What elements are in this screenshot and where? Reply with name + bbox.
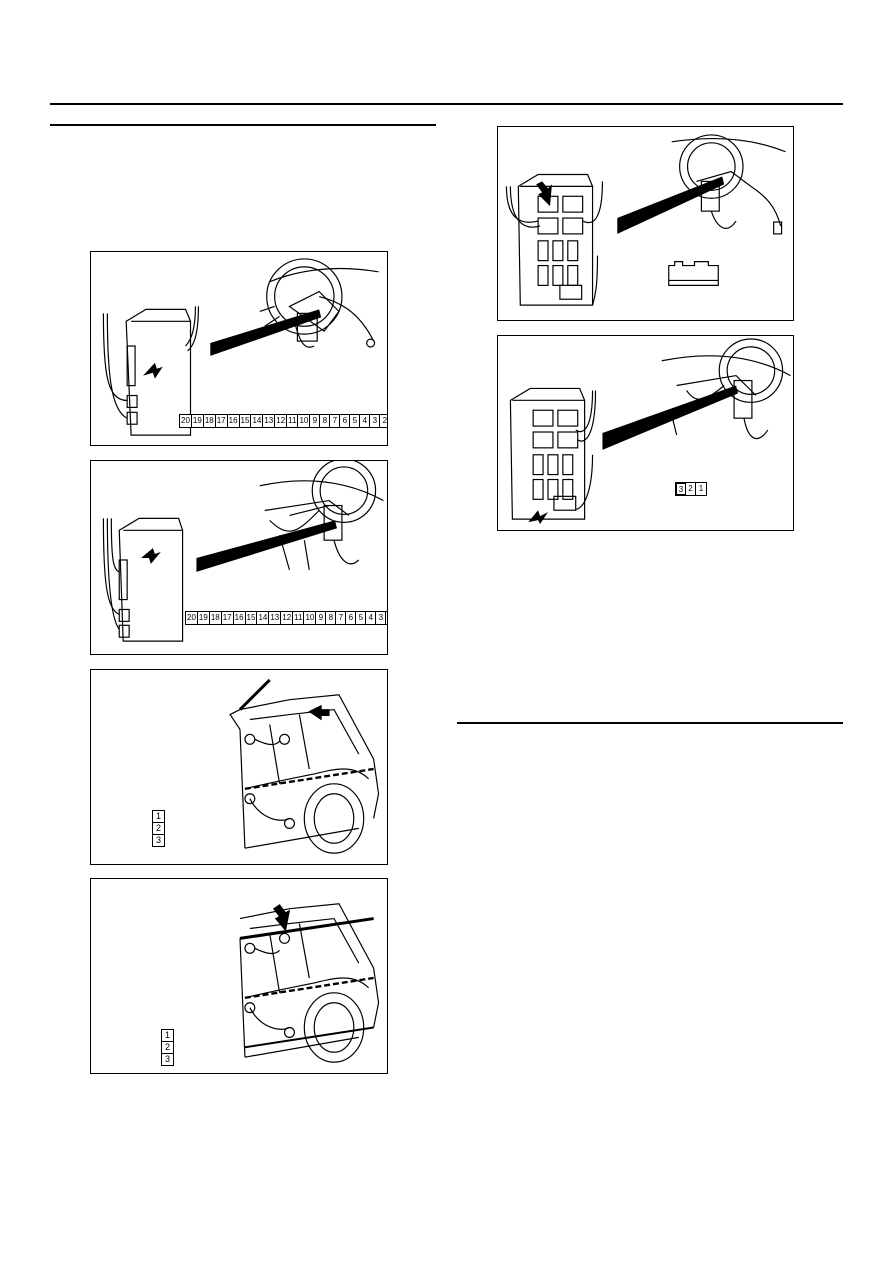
connector-pin: 17	[216, 415, 228, 427]
connector-pin: 2	[686, 483, 696, 495]
connector-pin: 12	[282, 612, 294, 624]
connector-pin: 7	[336, 612, 347, 624]
connector-pin: 4	[360, 415, 371, 427]
junction-block-illustration-2	[509, 338, 791, 525]
connector-pin: 2	[380, 415, 387, 427]
connector-pin: 8	[320, 415, 331, 427]
left-section-rule	[50, 124, 436, 126]
connector-pin: 11	[294, 612, 305, 624]
connector-pin: 3	[164, 1054, 170, 1064]
connector-pin: 1	[153, 811, 164, 823]
connector-pin: 19	[192, 415, 204, 427]
connector-pin-column-3: 1 2 3	[152, 810, 165, 847]
connector-pin: 8	[326, 612, 337, 624]
connector-pin: 3	[370, 415, 381, 427]
connector-pin: 3	[676, 483, 686, 495]
connector-pin: 19	[198, 612, 210, 624]
connector-pin: 3	[155, 835, 161, 845]
connector-pin: 14	[252, 415, 264, 427]
connector-pin: 2	[153, 823, 164, 835]
connector-pin: 13	[264, 415, 276, 427]
connector-pin: 13	[270, 612, 282, 624]
relay-box-illustration-2	[102, 461, 384, 642]
figure-junction-block-1	[497, 126, 794, 321]
junction-block-illustration-1	[505, 134, 786, 306]
connector-pin: 5	[356, 612, 367, 624]
connector-pin-row-2: 20 19 18 17 16 15 14 13 12 11 10 9 8 7 6…	[185, 611, 387, 625]
figure-relay-box-connector-2: 20 19 18 17 16 15 14 13 12 11 10 9 8 7 6…	[90, 460, 388, 655]
connector-pin: 20	[187, 612, 198, 624]
relay-box-illustration-1	[102, 258, 379, 436]
connector-pin: 11	[288, 415, 299, 427]
figure-rear-quarter-connector-2: 1 2 3	[90, 878, 388, 1074]
rear-quarter-illustration-1	[229, 678, 380, 854]
right-section-rule	[457, 722, 843, 724]
rear-quarter-illustration-2	[239, 903, 380, 1063]
connector-pin: 6	[346, 612, 357, 624]
connector-pin: 7	[330, 415, 341, 427]
connector-pin: 9	[310, 415, 321, 427]
connector-pin: 5	[350, 415, 361, 427]
connector-pin: 2	[386, 612, 387, 624]
connector-pin: 15	[246, 612, 258, 624]
connector-pin: 4	[366, 612, 377, 624]
connector-pin: 16	[228, 415, 240, 427]
connector-pin: 9	[316, 612, 327, 624]
connector-pin: 17	[222, 612, 234, 624]
figure-relay-box-connector-1: 20 19 18 17 16 15 14 13 12 11 10 9 8 7 6…	[90, 251, 388, 446]
connector-pin: 20	[181, 415, 192, 427]
connector-pin-column-4: 1 2 3	[161, 1029, 174, 1066]
connector-pin-row-1: 20 19 18 17 16 15 14 13 12 11 10 9 8 7 6…	[179, 414, 387, 428]
connector-pin: 1	[698, 484, 704, 493]
connector-pin: 18	[210, 612, 222, 624]
connector-pin: 3	[376, 612, 387, 624]
connector-pin: 18	[204, 415, 216, 427]
connector-pin: 16	[234, 612, 246, 624]
connector-pin: 15	[240, 415, 252, 427]
connector-pin: 6	[340, 415, 351, 427]
connector-pin: 14	[258, 612, 270, 624]
connector-pin: 2	[162, 1042, 173, 1054]
figure-rear-quarter-connector-1: 1 2 3	[90, 669, 388, 865]
header-rule	[50, 103, 843, 105]
connector-pin: 12	[276, 415, 288, 427]
connector-pin: 10	[299, 415, 311, 427]
connector-pin-row-6: 3 2 1	[675, 482, 707, 496]
connector-pin: 10	[305, 612, 317, 624]
connector-pin: 1	[162, 1030, 173, 1042]
figure-junction-block-2: 3 2 1	[497, 335, 794, 531]
